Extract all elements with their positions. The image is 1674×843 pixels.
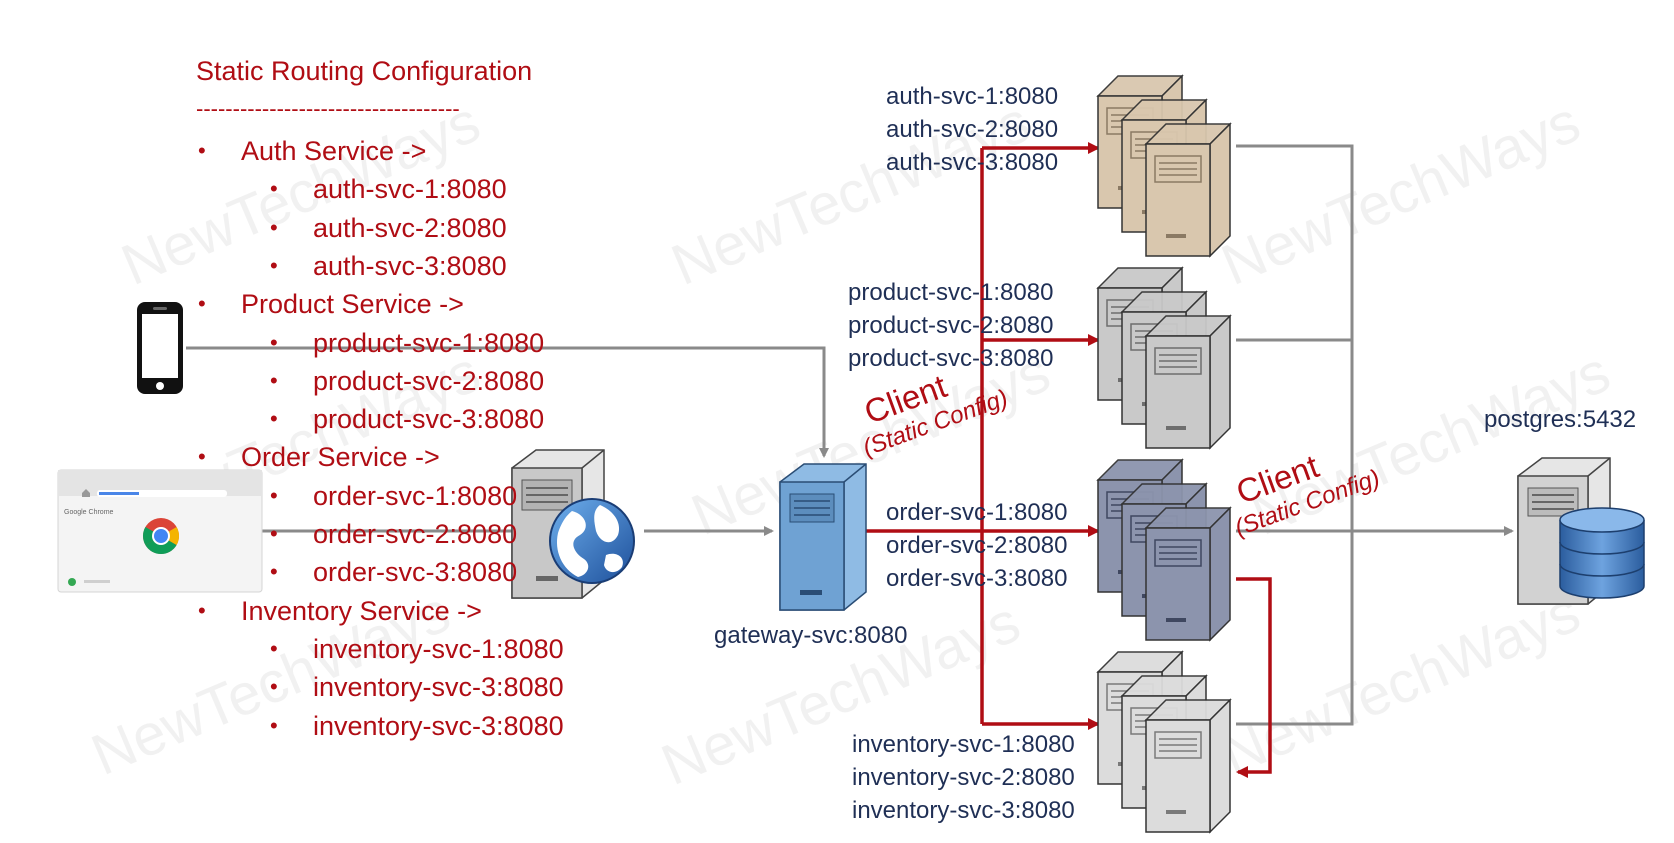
bullet-icon: • [270, 712, 278, 738]
product-server-cluster-icon [1096, 266, 1232, 450]
routing-instance-label: auth-svc-1:8080 [313, 174, 507, 205]
gateway-server-icon [779, 463, 867, 611]
bullet-icon: • [270, 214, 278, 240]
auth-instance-label: auth-svc-2:8080 [886, 116, 1059, 143]
routing-service-label: Auth Service -> [241, 136, 427, 166]
routing-instance-label: product-svc-1:8080 [313, 327, 545, 358]
bullet-icon: • [198, 444, 206, 470]
bullet-icon: • [270, 674, 278, 700]
auth-server-cluster-icon [1096, 74, 1232, 258]
routing-instance-label: auth-svc-2:8080 [313, 212, 507, 243]
database-label: postgres:5432 [1484, 406, 1637, 433]
static-routing-configuration: Static Routing Configuration -----------… [0, 0, 620, 780]
bullet-icon: • [270, 521, 278, 546]
routing-instance-label: inventory-svc-1:8080 [313, 633, 564, 664]
bullet-icon: • [270, 252, 278, 278]
phone-to-gateway-connector [186, 346, 829, 458]
order-instance-label: order-svc-1:8080 [886, 499, 1068, 526]
bullet-icon: • [270, 176, 278, 202]
routing-instance-label: order-svc-2:8080 [313, 519, 518, 549]
chrome-logo-icon [142, 518, 180, 555]
routing-title-separator: ------------------------------------ [196, 96, 460, 121]
smartphone-icon [137, 302, 183, 394]
routing-service-label: Product Service -> [241, 289, 464, 320]
product-instance-label: product-svc-1:8080 [848, 279, 1054, 306]
inventory-server-cluster-icon [1096, 650, 1232, 834]
order-server-cluster-icon [1096, 458, 1232, 642]
routing-instance-label: auth-svc-3:8080 [313, 250, 507, 281]
bullet-icon: • [270, 482, 278, 508]
order-instance-label: order-svc-2:8080 [886, 532, 1068, 559]
product-instance-label: product-svc-3:8080 [848, 345, 1054, 372]
routing-instance-label: order-svc-1:8080 [313, 480, 518, 511]
gateway-label: gateway-svc:8080 [714, 622, 908, 649]
bullet-icon: • [270, 329, 278, 355]
order-instance-label: order-svc-3:8080 [886, 565, 1068, 592]
bullet-icon: • [198, 291, 206, 317]
routing-instance-label: inventory-svc-3:8080 [313, 672, 564, 703]
browser-brand-label: Google Chrome [64, 509, 114, 516]
red-connectors [866, 142, 1272, 778]
order-to-inventory-route [1236, 577, 1272, 778]
routing-service-label: Order Service -> [241, 442, 440, 473]
database-icon [1559, 507, 1645, 599]
product-instance-label: product-svc-2:8080 [848, 312, 1054, 339]
routing-service-label: Inventory Service -> [241, 595, 482, 626]
auth-instance-label: auth-svc-1:8080 [886, 83, 1059, 110]
gray-connectors [186, 144, 1514, 726]
bullet-icon: • [270, 559, 278, 585]
bullet-icon: • [198, 597, 206, 623]
inventory-instance-label: inventory-svc-3:8080 [852, 797, 1075, 824]
bullet-icon: • [270, 367, 278, 393]
globe-icon [549, 498, 635, 584]
bullet-icon: • [270, 406, 278, 432]
routing-instance-label: order-svc-3:8080 [313, 557, 518, 588]
bullet-icon: • [270, 635, 278, 661]
routing-instance-label: product-svc-3:8080 [313, 404, 545, 435]
routing-instance-label: inventory-svc-3:8080 [313, 710, 564, 741]
inventory-instance-label: inventory-svc-2:8080 [852, 764, 1075, 791]
auth-instance-label: auth-svc-3:8080 [886, 149, 1059, 176]
bullet-icon: • [198, 138, 206, 163]
routing-title: Static Routing Configuration [196, 56, 533, 86]
services-to-db-bus [1236, 144, 1354, 726]
routing-instance-label: product-svc-2:8080 [313, 365, 545, 396]
inventory-instance-label: inventory-svc-1:8080 [852, 731, 1075, 758]
